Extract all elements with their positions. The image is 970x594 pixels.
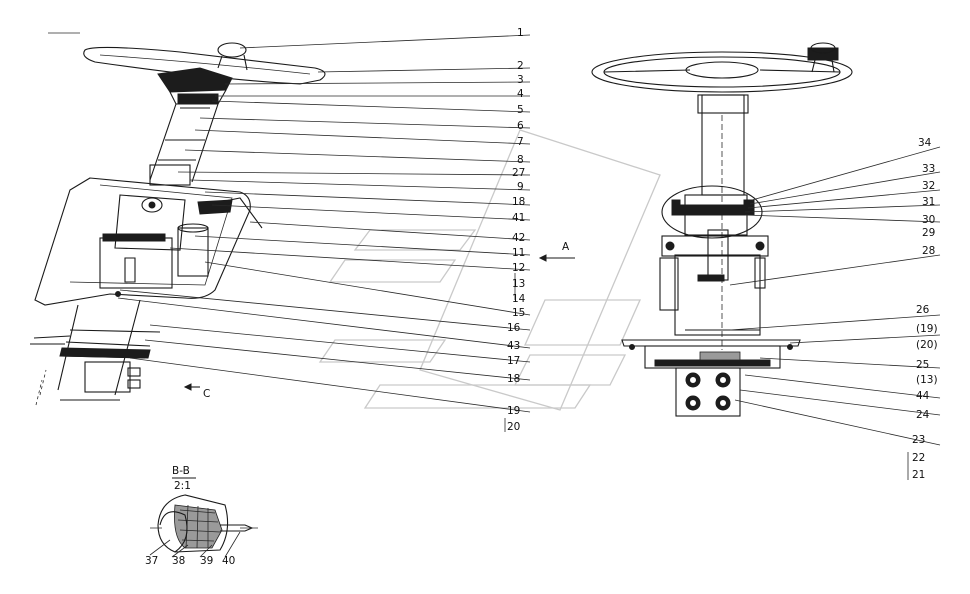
label-26: 26 [916, 304, 930, 316]
label-19-paren: (19) [916, 323, 938, 335]
label-9: 9 [517, 181, 524, 193]
right-labels: 34 33 32 31 30 29 28 26 (19) (20) 25 (13… [912, 137, 938, 481]
right-view [538, 42, 853, 417]
label-34: 34 [918, 137, 932, 149]
label-30: 30 [922, 214, 935, 226]
label-38: 38 [172, 555, 185, 567]
label-37: 37 [145, 555, 158, 567]
label-11: 11 [512, 247, 525, 259]
label-2: 2 [517, 60, 524, 72]
section-b-b [149, 477, 258, 558]
label-31: 31 [922, 196, 935, 208]
label-29: 29 [922, 227, 935, 239]
label-23: 23 [912, 434, 925, 446]
label-32: 32 [922, 180, 935, 192]
label-17: 17 [507, 355, 520, 367]
label-33: 33 [922, 163, 935, 175]
section-scale: 2:1 [174, 480, 191, 492]
label-27: 27 [512, 167, 525, 179]
label-7: 7 [517, 136, 524, 148]
label-13-paren: (13) [916, 374, 938, 386]
label-15: 15 [512, 307, 525, 319]
label-12: 12 [512, 262, 525, 274]
label-18b: 18 [507, 373, 520, 385]
label-4: 4 [517, 88, 524, 100]
watermark [318, 129, 661, 411]
label-24: 24 [916, 409, 930, 421]
label-43: 43 [507, 340, 520, 352]
right-leader-lines [729, 146, 941, 480]
label-19: 19 [507, 405, 520, 417]
label-42: 42 [512, 232, 525, 244]
left-view [30, 32, 326, 406]
left-leader-lines [117, 34, 531, 432]
section-title: B-B [172, 465, 190, 477]
left-labels: 1 2 3 4 5 6 7 8 27 9 18 41 42 11 12 13 1… [203, 27, 570, 433]
label-13: 13 [512, 278, 525, 290]
label-18a: 18 [512, 196, 525, 208]
view-marker-c: C [203, 388, 210, 400]
label-21: 21 [912, 469, 925, 481]
label-6: 6 [517, 120, 524, 132]
label-1: 1 [517, 27, 524, 39]
label-41: 41 [512, 212, 525, 224]
label-3: 3 [517, 74, 524, 86]
label-25: 25 [916, 359, 929, 371]
label-8: 8 [517, 154, 524, 166]
label-20: 20 [507, 421, 520, 433]
section-labels: B-B 2:1 37 38 39 40 [145, 465, 235, 567]
label-16: 16 [507, 322, 521, 334]
label-28: 28 [922, 245, 935, 257]
label-5: 5 [517, 104, 524, 116]
view-marker-a: A [562, 241, 570, 253]
label-22: 22 [912, 452, 925, 464]
label-44: 44 [916, 390, 930, 402]
label-14: 14 [512, 293, 526, 305]
label-39: 39 [200, 555, 213, 567]
label-40: 40 [222, 555, 235, 567]
label-20-paren: (20) [916, 339, 938, 351]
